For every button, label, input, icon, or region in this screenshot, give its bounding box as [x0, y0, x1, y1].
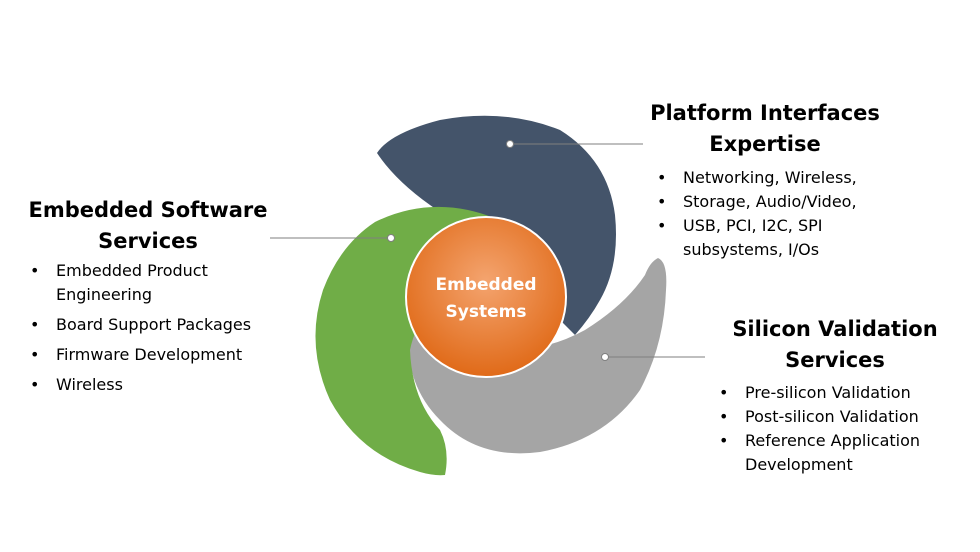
platform-interfaces-heading: Platform Interfaces Expertise	[640, 98, 890, 160]
platform-title-line2: Expertise	[709, 132, 821, 156]
silicon-connector-dot	[601, 353, 609, 361]
embedded-software-heading: Embedded Software Services	[20, 195, 276, 257]
list-item: Wireless	[28, 373, 268, 397]
list-item: USB, PCI, I2C, SPI subsystems, I/Os	[655, 214, 885, 262]
software-title-line2: Services	[98, 229, 198, 253]
list-item: Post-silicon Validation	[717, 405, 942, 429]
software-connector-dot	[387, 234, 395, 242]
embedded-systems-circle	[405, 216, 567, 378]
software-title-line1: Embedded Software	[28, 198, 268, 222]
list-item: Firmware Development	[28, 343, 268, 367]
list-item: Board Support Packages	[28, 313, 268, 337]
platform-title-line1: Platform Interfaces	[650, 101, 880, 125]
platform-interfaces-list: Networking, Wireless, Storage, Audio/Vid…	[655, 166, 885, 262]
list-item: Storage, Audio/Video,	[655, 190, 885, 214]
list-item: Networking, Wireless,	[655, 166, 885, 190]
embedded-software-list: Embedded Product Engineering Board Suppo…	[28, 259, 268, 403]
center-label: Embedded Systems	[406, 272, 566, 326]
list-item: Embedded Product Engineering	[28, 259, 268, 307]
silicon-validation-list: Pre-silicon Validation Post-silicon Vali…	[717, 381, 942, 477]
center-label-line1: Embedded	[435, 275, 537, 295]
list-item: Pre-silicon Validation	[717, 381, 942, 405]
silicon-validation-heading: Silicon Validation Services	[725, 314, 945, 376]
center-label-line2: Systems	[445, 302, 527, 322]
silicon-title-line2: Services	[785, 348, 885, 372]
silicon-title-line1: Silicon Validation	[732, 317, 938, 341]
platform-connector-dot	[506, 140, 514, 148]
list-item: Reference Application Development	[717, 429, 942, 477]
